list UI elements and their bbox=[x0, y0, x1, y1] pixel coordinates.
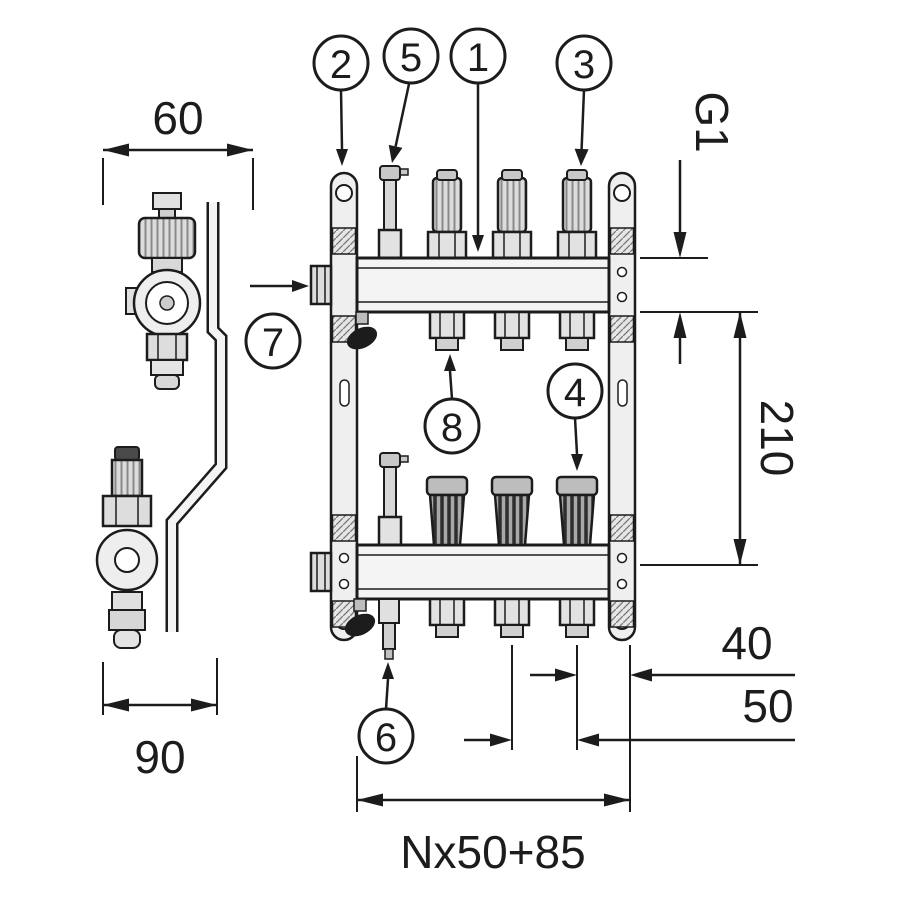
callout-7-label: 7 bbox=[262, 321, 284, 365]
dim-total-length-label: Nx50+85 bbox=[400, 826, 585, 878]
outlet-connector-top-1 bbox=[428, 310, 466, 352]
dimension-90: 90 bbox=[102, 658, 218, 783]
side-view bbox=[95, 192, 228, 649]
mounting-eyelet-top-left bbox=[335, 184, 353, 202]
drain-knob bbox=[344, 598, 376, 637]
circuit-valve-1 bbox=[426, 168, 468, 260]
dimension-total-length: Nx50+85 bbox=[356, 756, 630, 878]
bottom-manifold-beam bbox=[355, 543, 611, 601]
outlet-connector-bottom-1 bbox=[428, 597, 466, 639]
top-manifold-beam bbox=[355, 256, 611, 314]
flow-meter-cap-2 bbox=[490, 475, 534, 547]
dim-50-label: 50 bbox=[742, 680, 793, 732]
dim-90-label: 90 bbox=[134, 731, 185, 783]
front-view bbox=[309, 164, 637, 660]
callout-1: 1 bbox=[449, 27, 507, 252]
dim-g1-label: G1 bbox=[686, 91, 738, 152]
callout-7: 7 bbox=[244, 280, 309, 370]
manifold-left-rail bbox=[329, 171, 359, 642]
callout-4-label: 4 bbox=[564, 371, 586, 415]
side-connection-bottom bbox=[309, 551, 333, 593]
callout-5-label: 5 bbox=[400, 36, 422, 80]
callout-5: 5 bbox=[382, 27, 440, 163]
outlet-connector-top-3 bbox=[558, 310, 596, 352]
callout-3-label: 3 bbox=[573, 43, 595, 87]
valve-knob-top bbox=[346, 311, 378, 350]
dimension-50: 50 bbox=[464, 645, 795, 750]
callouts: 2 5 1 3 7 bbox=[244, 27, 613, 765]
callout-8: 8 bbox=[423, 354, 481, 455]
mounting-eyelet-top-right bbox=[613, 184, 631, 202]
dimension-g1: G1 bbox=[640, 91, 758, 364]
side-view-bracket bbox=[165, 202, 228, 632]
callout-3: 3 bbox=[555, 34, 613, 166]
callout-4: 4 bbox=[546, 362, 604, 471]
dimension-60: 60 bbox=[102, 92, 254, 210]
callout-2: 2 bbox=[312, 34, 370, 166]
side-connection-top bbox=[309, 264, 333, 306]
callout-2-label: 2 bbox=[330, 43, 352, 87]
callout-6: 6 bbox=[357, 662, 415, 765]
callout-8-label: 8 bbox=[441, 406, 463, 450]
side-view-top-valve bbox=[125, 192, 202, 390]
callout-6-label: 6 bbox=[375, 716, 397, 760]
circuit-valve-3 bbox=[556, 168, 598, 260]
air-vent-bottom bbox=[377, 451, 410, 547]
drain-valve bbox=[378, 598, 400, 660]
manifold-right-rail bbox=[607, 171, 637, 642]
callout-1-label: 1 bbox=[467, 36, 489, 80]
side-view-bottom-valve bbox=[95, 446, 159, 649]
flow-meter-cap-3 bbox=[555, 475, 599, 547]
dim-40-label: 40 bbox=[721, 617, 772, 669]
outlet-connector-bottom-2 bbox=[493, 597, 531, 639]
dimensions: 60 90 G1 210 bbox=[102, 91, 803, 878]
dimension-40: 40 bbox=[530, 617, 795, 812]
dim-60-label: 60 bbox=[152, 92, 203, 144]
air-vent-top bbox=[377, 164, 410, 260]
dimension-210: 210 bbox=[640, 312, 803, 566]
circuit-valve-2 bbox=[491, 168, 533, 260]
outlet-connector-top-2 bbox=[493, 310, 531, 352]
dim-210-label: 210 bbox=[751, 400, 803, 477]
outlet-connector-bottom-3 bbox=[558, 597, 596, 639]
flow-meter-cap-1 bbox=[425, 475, 469, 547]
